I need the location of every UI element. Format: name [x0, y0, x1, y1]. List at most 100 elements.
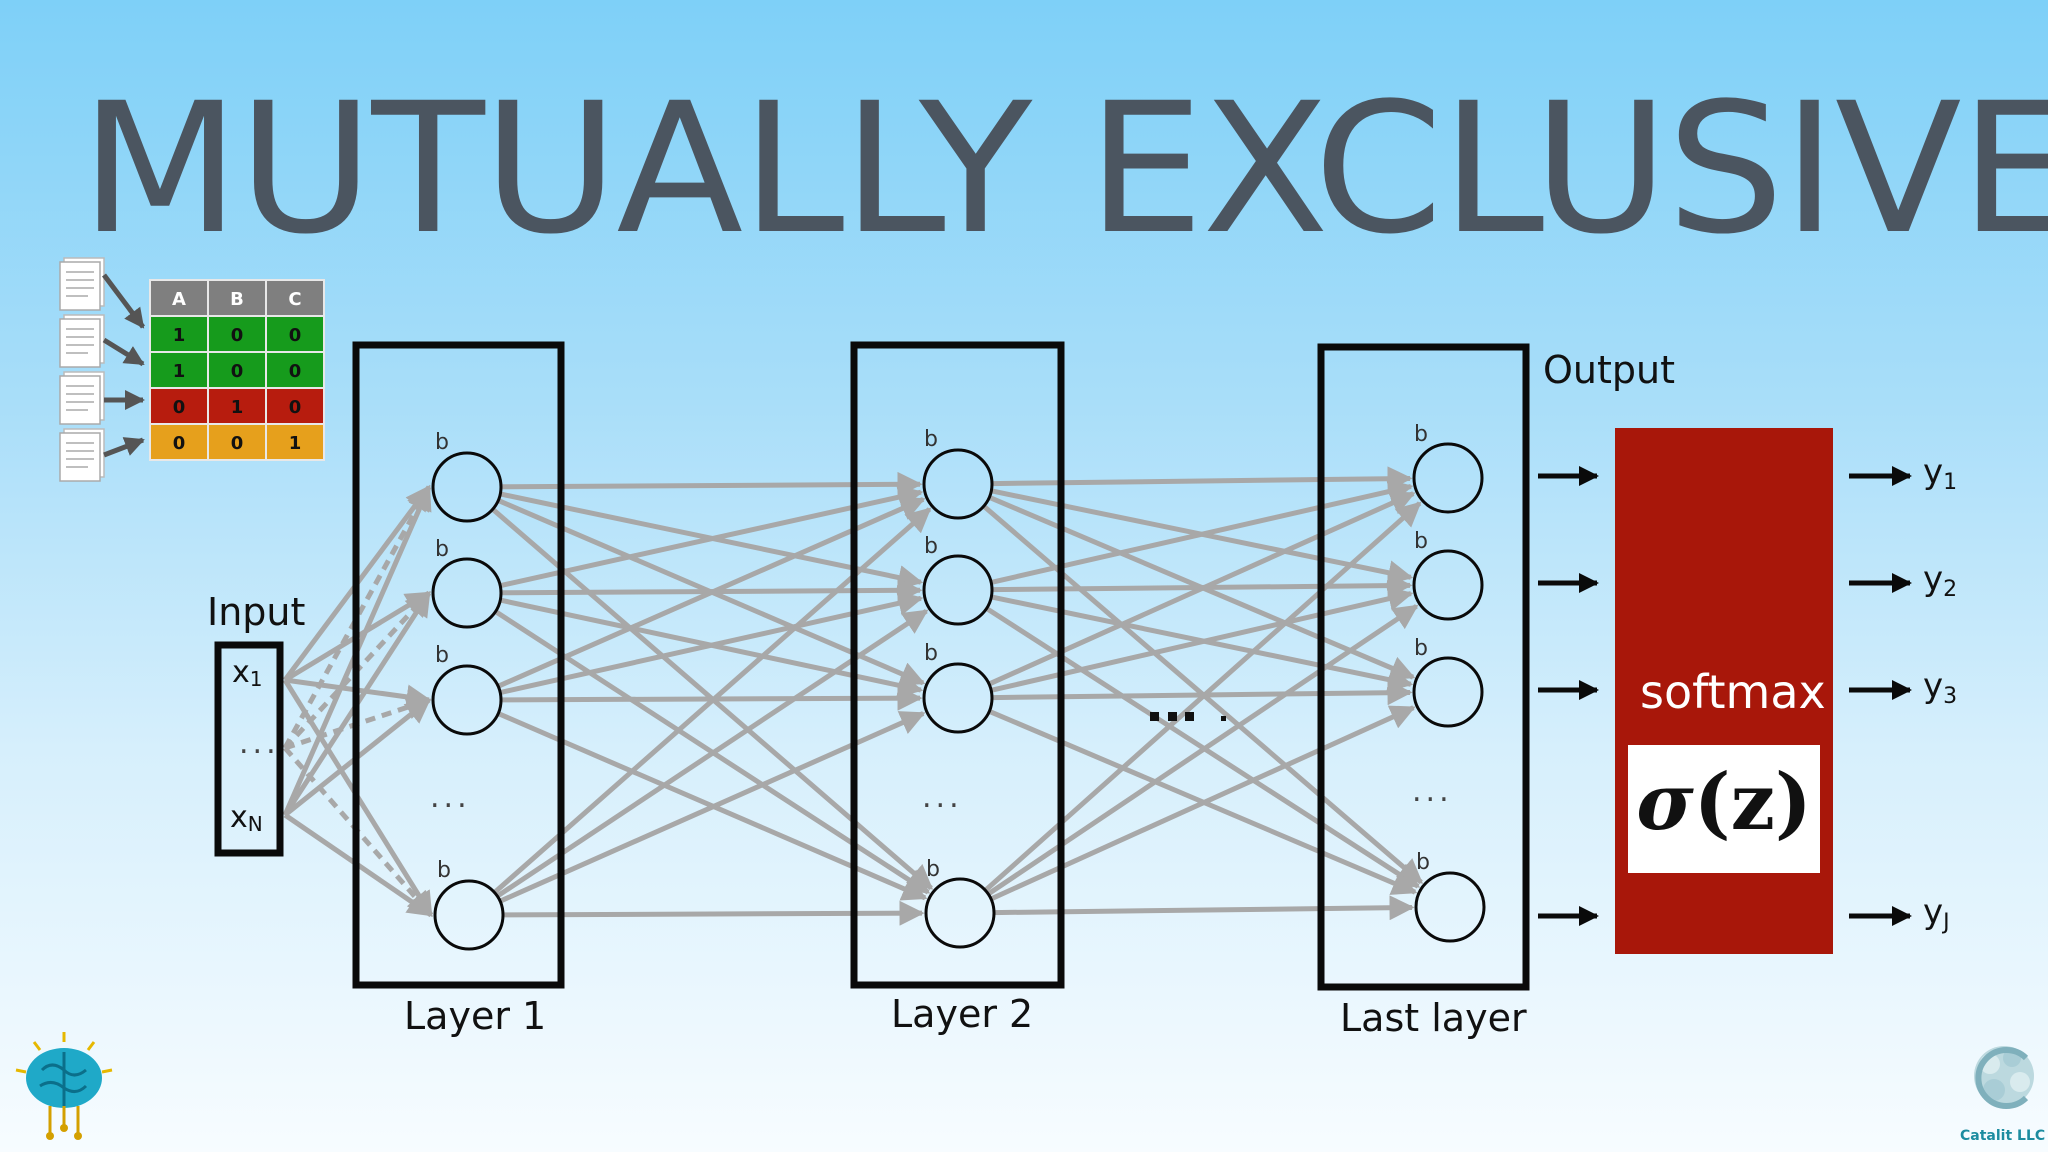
layer-2-ellipsis: ...	[922, 780, 963, 815]
bias-label: b	[924, 427, 938, 452]
input-x-first-base: x	[232, 655, 250, 690]
bias-label: b	[924, 534, 938, 559]
input-box	[214, 641, 284, 857]
table-cell-text: 1	[231, 397, 244, 418]
output-y3: y3	[1923, 666, 1957, 709]
bias-label: b	[1416, 850, 1430, 875]
table-cell-text: 0	[289, 361, 302, 382]
layer-2-neuron	[922, 662, 994, 734]
bias-label: b	[437, 858, 451, 883]
document-icon	[59, 428, 105, 482]
layer-1-frame	[352, 341, 565, 989]
input-ellipsis: ...	[239, 726, 280, 761]
brain-circuit-logo	[15, 1032, 113, 1140]
output-y-sub: 1	[1943, 470, 1958, 495]
table-cell	[149, 423, 209, 461]
table-header-text: A	[172, 289, 186, 310]
layer-2-neuron	[922, 448, 994, 520]
bias-label: b	[1414, 529, 1428, 554]
input-x-first: x1	[232, 655, 263, 691]
output-y1: y1	[1923, 452, 1957, 495]
one-hot-table: A B C 1 0 0 1 0 0 0 1 0 0 0 1	[149, 279, 325, 461]
document-icon	[59, 257, 105, 311]
table-cell-text: 0	[231, 325, 244, 346]
layer-2-neuron	[924, 877, 996, 949]
table-cell	[149, 351, 209, 389]
table-header-text: B	[230, 289, 244, 310]
table-cell-text: 1	[173, 361, 186, 382]
brand-text: Catalit LLC	[1960, 1128, 2046, 1144]
neurons	[431, 442, 1486, 951]
bias-label: b	[435, 430, 449, 455]
layer2-last-connection	[993, 895, 1415, 921]
bias-label: b	[924, 641, 938, 666]
input-x-first-sub: 1	[249, 667, 263, 691]
document-icon	[59, 314, 105, 368]
input-x-last-base: x	[230, 800, 248, 835]
table-cell-text: 0	[231, 361, 244, 382]
output-y-sub: 3	[1943, 684, 1958, 709]
last-layer-ellipsis: ...	[1412, 774, 1453, 809]
last-layer-neuron	[1412, 549, 1484, 621]
output-y-base: y	[1923, 452, 1944, 492]
table-cell-text: 0	[289, 325, 302, 346]
table-header-text: C	[288, 289, 301, 310]
table-cell	[149, 387, 209, 425]
layer-1-neuron	[431, 557, 503, 629]
layer1-layer2-connection	[500, 471, 923, 497]
output-y-base: y	[1923, 559, 1944, 599]
middle-ellipsis-marks	[1150, 712, 1226, 721]
bias-label: b	[435, 643, 449, 668]
softmax-label: softmax	[1640, 665, 1826, 719]
sigma-formula-box: σ(z)	[1628, 745, 1820, 873]
output-label: Output	[1543, 348, 1675, 392]
table-cell	[265, 387, 325, 425]
last-layer-neuron	[1414, 871, 1486, 943]
input-x-last: xN	[230, 800, 263, 836]
output-yJ: yJ	[1923, 892, 1950, 935]
layer-1-label: Layer 1	[404, 994, 547, 1038]
sigma-formula: σ(z)	[1628, 757, 1820, 848]
bias-label: b	[1414, 636, 1428, 661]
bias-label: b	[1414, 422, 1428, 447]
layer2-last-connection	[991, 466, 1413, 492]
last-layer-label: Last layer	[1340, 996, 1527, 1040]
layer-2-label: Layer 2	[891, 992, 1034, 1036]
output-y2: y2	[1923, 559, 1957, 602]
table-cell	[207, 423, 267, 461]
layer-1-neuron	[433, 879, 505, 951]
slide-title: MUTUALLY EXCLUSIVE	[80, 65, 2048, 274]
table-cell-text: 0	[173, 397, 186, 418]
layer1-layer2-connection	[502, 900, 925, 926]
bias-label: b	[435, 537, 449, 562]
last-layer-neuron	[1412, 442, 1484, 514]
table-cell-text: 0	[173, 433, 186, 454]
catalit-logo	[1974, 1046, 2034, 1109]
last-layer-frame	[1317, 343, 1530, 991]
layer-2-frame	[850, 341, 1065, 989]
document-icon	[59, 371, 105, 425]
input-x-last-sub: N	[247, 812, 263, 836]
softmax-input-arrows	[1538, 466, 1599, 926]
table-cell-text: 0	[231, 433, 244, 454]
input-label: Input	[207, 590, 306, 634]
layer-1-ellipsis: ...	[430, 780, 471, 815]
bias-label: b	[926, 857, 940, 882]
layer-2-neuron	[922, 554, 994, 626]
last-layer-neuron	[1412, 656, 1484, 728]
layer-1-neuron	[431, 451, 503, 523]
output-y-base: y	[1923, 666, 1944, 706]
layer-1-neuron	[431, 664, 503, 736]
output-y-sub: 2	[1943, 577, 1958, 602]
output-y-sub: J	[1943, 910, 1950, 935]
document-icons	[59, 257, 145, 482]
sigma-symbol: σ	[1636, 757, 1694, 848]
table-cell-text: 1	[289, 433, 302, 454]
sigma-argument: (z)	[1693, 757, 1812, 848]
softmax-output-arrows	[1849, 466, 1912, 926]
table-cell-text: 0	[289, 397, 302, 418]
table-cell	[265, 423, 325, 461]
output-y-base: y	[1923, 892, 1944, 932]
table-cell-text: 1	[173, 325, 186, 346]
